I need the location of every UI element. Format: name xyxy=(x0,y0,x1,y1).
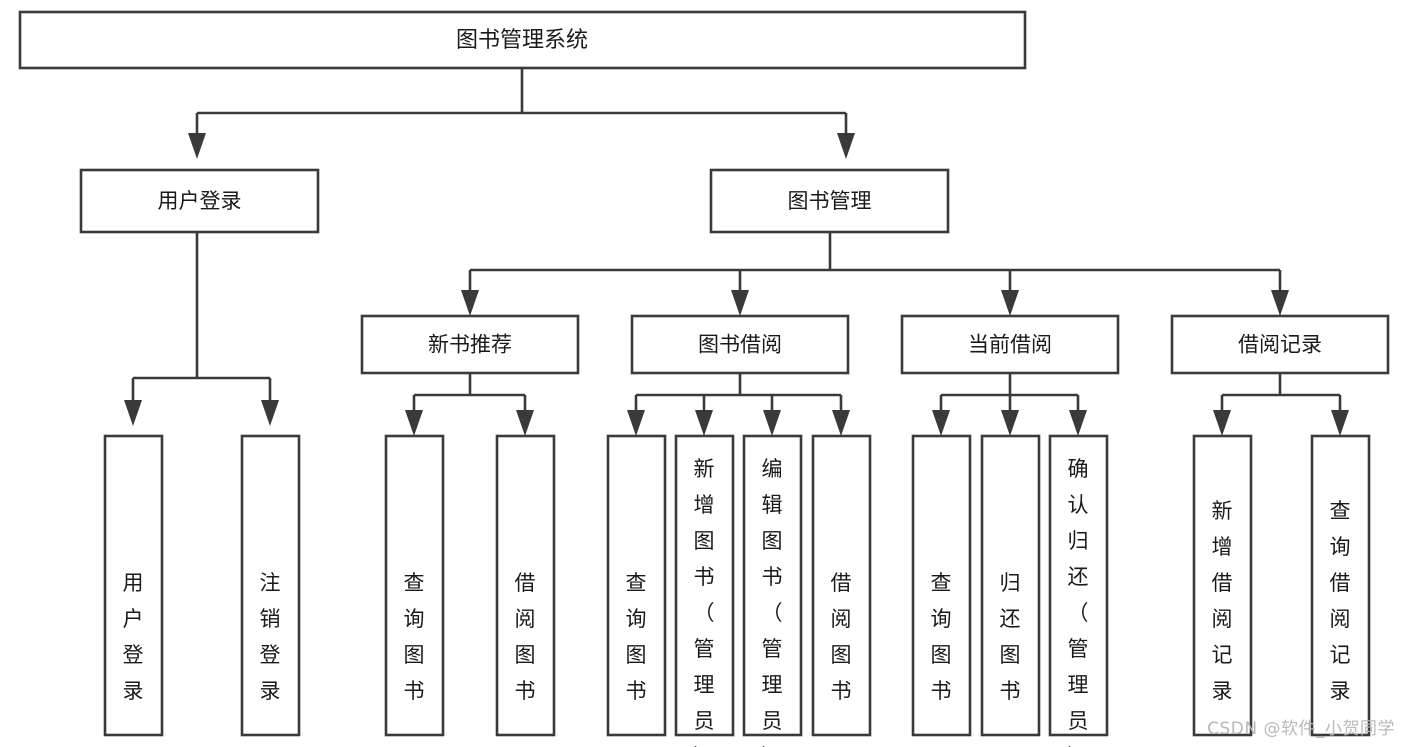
leaf-node[interactable]: 编辑图书（管理员） xyxy=(742,434,803,747)
connector-new-book-to-leaves xyxy=(405,373,534,436)
node-new-book-recommend-label: 新书推荐 xyxy=(428,333,512,357)
node-root-label: 图书管理系统 xyxy=(456,28,588,53)
leaf-box[interactable] xyxy=(606,434,667,737)
leaf-label: 用户登录 xyxy=(123,571,144,703)
csdn-watermark: CSDN @软件_小贺同学 xyxy=(1207,719,1395,739)
arrow-icon xyxy=(261,400,279,426)
arrow-icon xyxy=(1331,410,1349,436)
node-book-management-box[interactable] xyxy=(709,168,950,234)
leaf-box[interactable] xyxy=(980,434,1041,737)
node-new-book-recommend[interactable]: 新书推荐 xyxy=(360,314,580,375)
arrow-icon xyxy=(1213,410,1231,436)
node-borrow-record[interactable]: 借阅记录 xyxy=(1170,314,1390,375)
leaf-box[interactable] xyxy=(1192,434,1253,737)
connector-book-mgmt-to-level3 xyxy=(461,232,1289,316)
arrow-icon xyxy=(832,410,850,436)
leaf-node[interactable]: 新增图书（管理员） xyxy=(674,434,735,747)
arrow-icon xyxy=(1069,410,1087,436)
arrow-icon xyxy=(1001,410,1019,436)
node-user-login[interactable]: 用户登录 xyxy=(79,168,320,234)
leaf-label: 注销登录 xyxy=(260,571,281,703)
leaf-node[interactable]: 查询图书 xyxy=(911,434,972,737)
connector-current-borrow-to-leaves xyxy=(932,373,1087,436)
connector-root-to-level2 xyxy=(188,68,855,159)
arrow-icon xyxy=(405,410,423,436)
leaf-label: 查询图书 xyxy=(404,571,425,703)
leaf-node[interactable]: 查询图书 xyxy=(606,434,667,737)
leaf-box[interactable] xyxy=(811,434,872,737)
leaf-box[interactable] xyxy=(103,434,164,737)
node-root-box[interactable] xyxy=(18,10,1027,70)
leaf-label: 归还图书 xyxy=(1000,571,1021,703)
leaf-node[interactable]: 归还图书 xyxy=(980,434,1041,737)
node-user-login-box[interactable] xyxy=(79,168,320,234)
node-book-borrow[interactable]: 图书借阅 xyxy=(630,314,850,375)
node-borrow-record-box[interactable] xyxy=(1170,314,1390,375)
leaf-node[interactable]: 查询图书 xyxy=(384,434,445,737)
leaf-box[interactable] xyxy=(495,434,556,737)
arrow-icon xyxy=(124,400,142,426)
arrow-icon xyxy=(932,410,950,436)
arrow-icon xyxy=(461,290,479,316)
leaf-box[interactable] xyxy=(240,434,301,737)
leaf-node[interactable]: 查询借阅记录 xyxy=(1310,434,1371,737)
leaf-label: 新增图书（管理员） xyxy=(694,457,715,747)
node-user-login-label: 用户登录 xyxy=(158,189,242,213)
leaf-label: 编辑图书（管理员） xyxy=(762,457,783,747)
node-borrow-record-label: 借阅记录 xyxy=(1238,333,1322,357)
leaf-node[interactable]: 确认归还（管理员） xyxy=(1048,434,1109,747)
leaf-label: 查询图书 xyxy=(931,571,952,703)
connector-user-login-to-leaves xyxy=(124,232,279,426)
leaf-node[interactable]: 注销登录 xyxy=(240,434,301,737)
arrow-icon xyxy=(731,290,749,316)
node-book-borrow-label: 图书借阅 xyxy=(698,333,782,357)
leaf-label: 查询借阅记录 xyxy=(1330,499,1351,703)
leaf-box[interactable] xyxy=(384,434,445,737)
arrow-icon xyxy=(763,410,781,436)
leaf-node[interactable]: 借阅图书 xyxy=(811,434,872,737)
leaf-node[interactable]: 新增借阅记录 xyxy=(1192,434,1253,737)
node-book-borrow-box[interactable] xyxy=(630,314,850,375)
leaf-label: 查询图书 xyxy=(626,571,647,703)
node-root[interactable]: 图书管理系统 xyxy=(18,10,1027,70)
arrow-icon xyxy=(516,410,534,436)
node-current-borrow-box[interactable] xyxy=(900,314,1120,375)
node-book-management[interactable]: 图书管理 xyxy=(709,168,950,234)
node-current-borrow[interactable]: 当前借阅 xyxy=(900,314,1120,375)
leaf-box[interactable] xyxy=(1048,434,1109,737)
leaf-box[interactable] xyxy=(674,434,735,737)
arrow-icon xyxy=(627,410,645,436)
arrow-icon xyxy=(1271,290,1289,316)
arrow-icon xyxy=(1001,290,1019,316)
leaf-label: 新增借阅记录 xyxy=(1212,499,1233,703)
leaf-label: 借阅图书 xyxy=(515,571,536,703)
arrow-icon xyxy=(188,133,206,159)
leaf-label: 确认归还（管理员） xyxy=(1068,457,1089,747)
connector-borrow-record-to-leaves xyxy=(1213,373,1349,436)
connector-book-borrow-to-leaves xyxy=(627,373,850,436)
arrow-icon xyxy=(837,133,855,159)
node-book-management-label: 图书管理 xyxy=(788,189,872,213)
leaf-box[interactable] xyxy=(1310,434,1371,737)
leaf-label: 借阅图书 xyxy=(831,571,852,703)
leaf-box[interactable] xyxy=(911,434,972,737)
leaf-node[interactable]: 用户登录 xyxy=(103,434,164,737)
leaf-node[interactable]: 借阅图书 xyxy=(495,434,556,737)
leaf-box[interactable] xyxy=(742,434,803,737)
arrow-icon xyxy=(695,410,713,436)
node-current-borrow-label: 当前借阅 xyxy=(968,333,1052,357)
node-new-book-recommend-box[interactable] xyxy=(360,314,580,375)
